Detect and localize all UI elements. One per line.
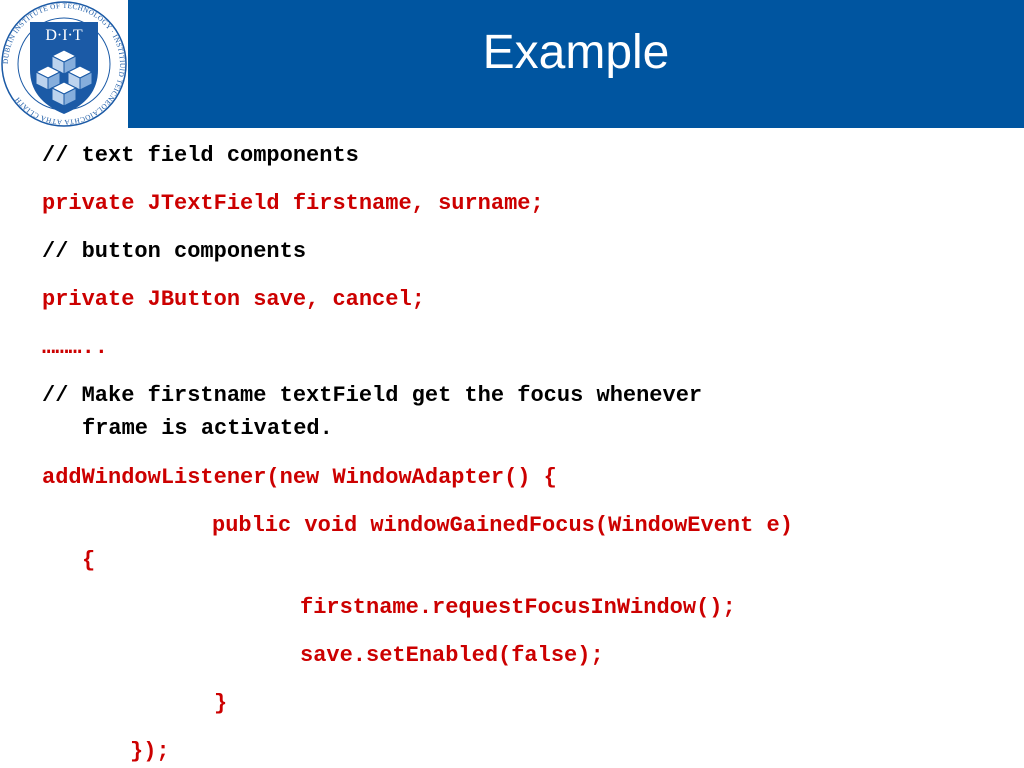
code-line: addWindowListener(new WindowAdapter() { bbox=[42, 465, 557, 490]
code-line: private JTextField firstname, surname; bbox=[42, 191, 544, 216]
code-comment-line: // text field components bbox=[42, 143, 359, 168]
dit-crest-icon: DUBLIN INSTITUTE OF TECHNOLOGY · INSTITI… bbox=[1, 1, 128, 128]
code-ellipsis: ……….. bbox=[42, 335, 109, 360]
logo-monogram: D·I·T bbox=[45, 27, 83, 44]
code-line: }); bbox=[130, 739, 170, 764]
code-line: { bbox=[82, 548, 96, 573]
code-comment-line: // button components bbox=[42, 239, 307, 264]
code-comment-line: // Make firstname textField get the focu… bbox=[42, 383, 703, 408]
header-bar bbox=[128, 0, 1024, 128]
code-comment-continuation: frame is activated. bbox=[82, 416, 333, 441]
dit-logo: DUBLIN INSTITUTE OF TECHNOLOGY · INSTITI… bbox=[0, 0, 128, 128]
code-line: public void windowGainedFocus(WindowEven… bbox=[212, 513, 793, 538]
slide-title: Example bbox=[482, 26, 670, 79]
code-line: } bbox=[214, 691, 228, 716]
code-line: firstname.requestFocusInWindow(); bbox=[300, 595, 736, 620]
code-line: save.setEnabled(false); bbox=[300, 643, 604, 668]
slide-header: DUBLIN INSTITUTE OF TECHNOLOGY · INSTITI… bbox=[0, 0, 1024, 128]
code-line: private JButton save, cancel; bbox=[42, 287, 425, 312]
